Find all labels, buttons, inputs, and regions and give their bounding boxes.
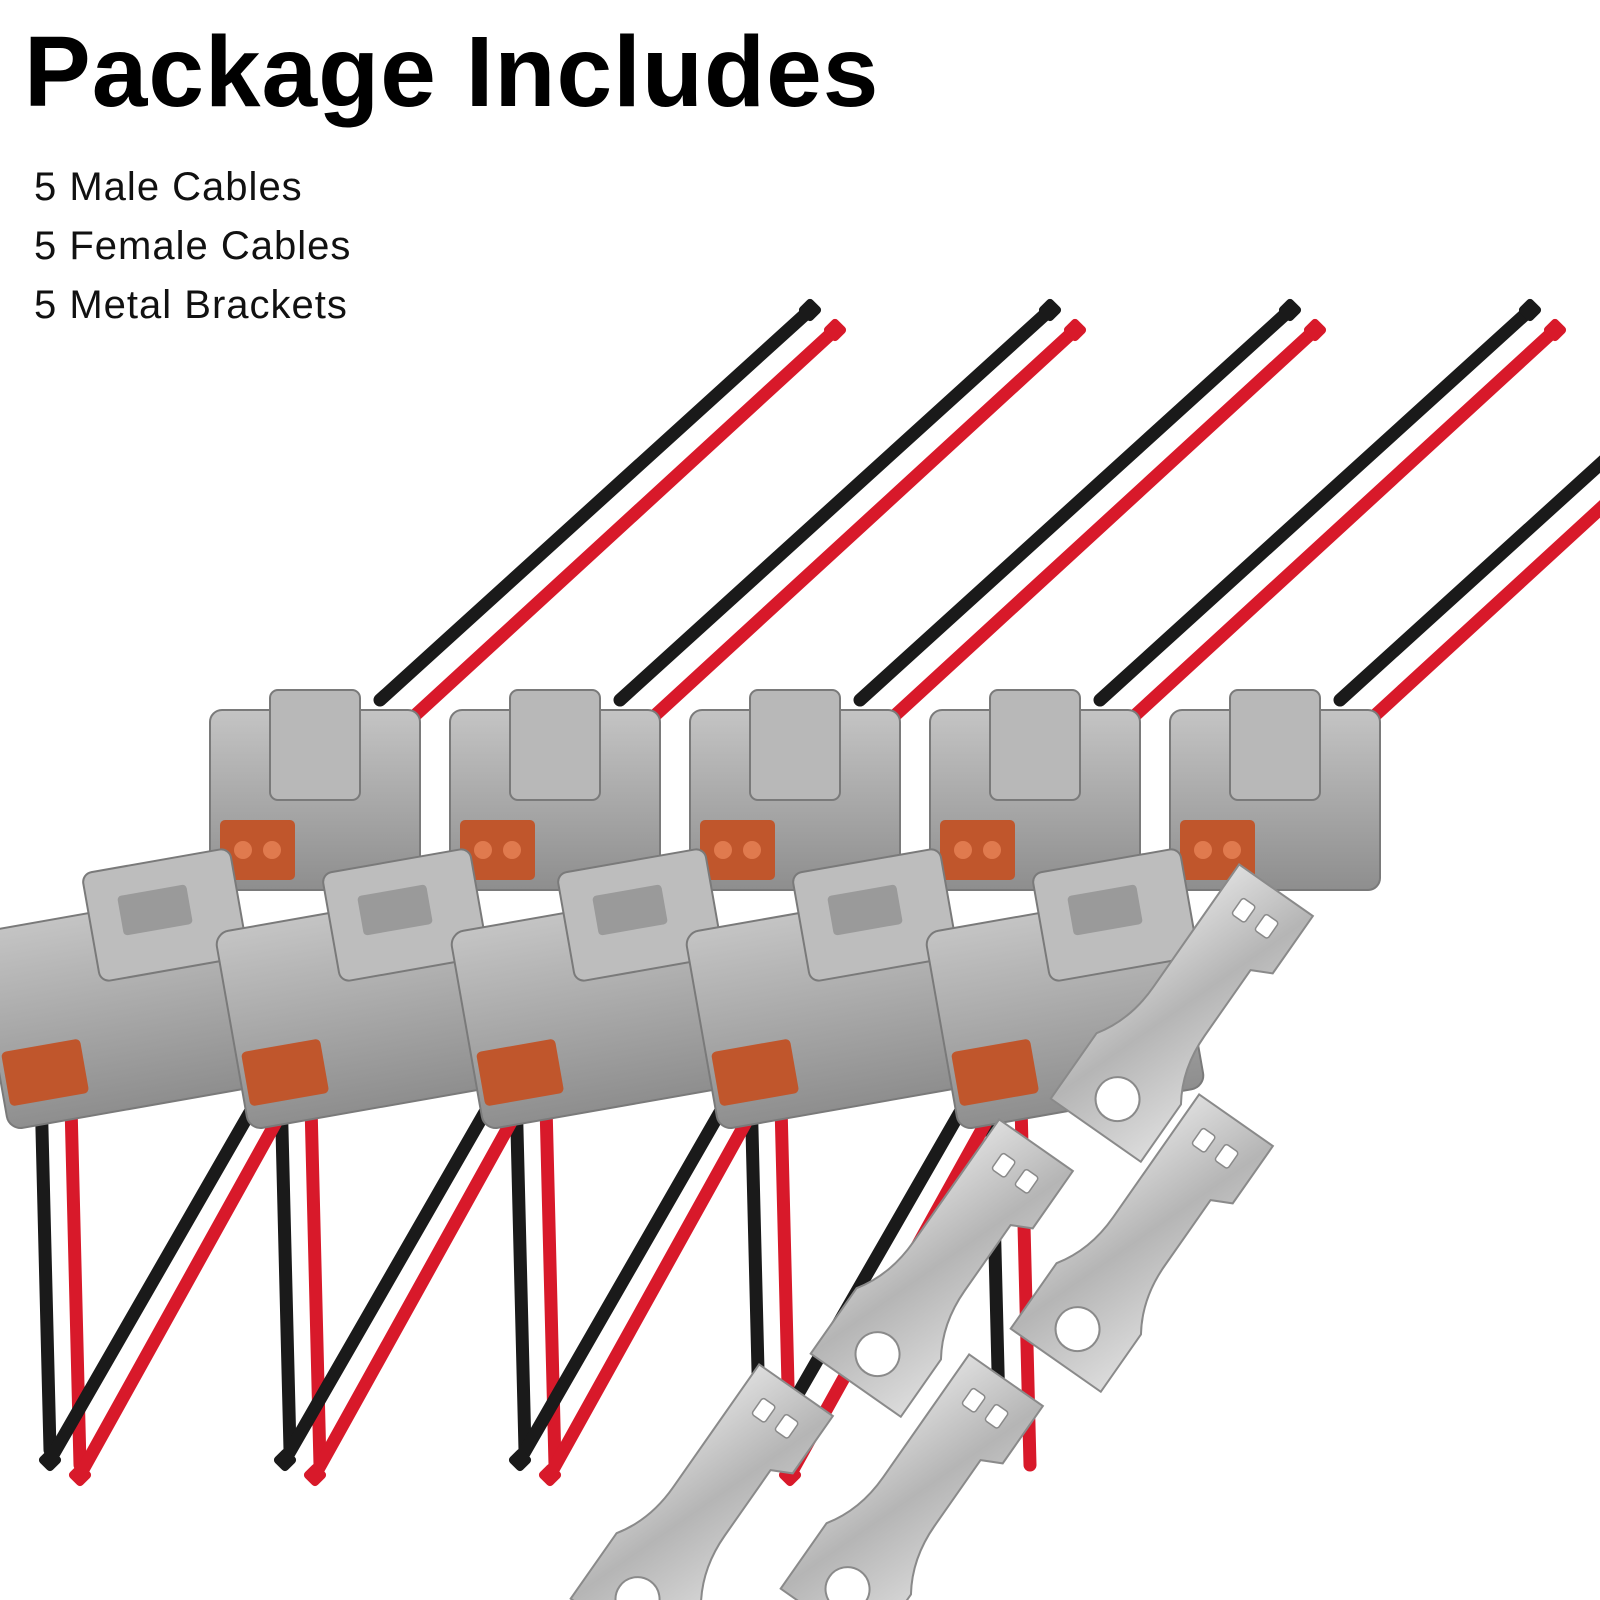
red-wire [643, 323, 1082, 727]
metal-brackets [569, 863, 1315, 1600]
connector-tab [827, 884, 903, 936]
pin-socket [474, 841, 492, 859]
bracket-hole [1094, 1076, 1141, 1123]
connector-latch [509, 689, 601, 801]
connector-latch [749, 689, 841, 801]
pin-socket [503, 841, 521, 859]
wire-tip [273, 1448, 297, 1472]
bracket-slot [774, 1414, 799, 1439]
connector-latch [989, 689, 1081, 801]
bracket-slot [991, 1152, 1016, 1178]
pin-socket [1194, 841, 1212, 859]
red-wire [308, 1063, 547, 1482]
wire-tip [538, 1463, 562, 1487]
wire-tip [823, 318, 847, 342]
wire-tip [1063, 318, 1087, 342]
connector-insert [476, 1039, 564, 1106]
connector-tab [592, 884, 668, 936]
male-cable [1169, 455, 1600, 891]
contents-item-metal-brackets: 5 Metal Brackets [34, 283, 348, 327]
male-cable [689, 298, 1327, 891]
red-wire [883, 323, 1322, 727]
bracket-hole [824, 1566, 871, 1600]
connector-insert [940, 820, 1015, 880]
metal-bracket [779, 1353, 1045, 1600]
connector-insert [951, 1039, 1039, 1106]
connector-insert [700, 820, 775, 880]
pin-socket [983, 841, 1001, 859]
connector-insert [711, 1039, 799, 1106]
male-cable [929, 298, 1567, 891]
black-wire [1093, 303, 1537, 707]
red-wire [1123, 323, 1562, 727]
black-wire [853, 303, 1297, 707]
bracket-hole [1054, 1306, 1101, 1353]
pin-socket [714, 841, 732, 859]
black-wire [278, 1053, 522, 1467]
bracket-hole [614, 1576, 661, 1600]
black-wire [513, 1053, 757, 1467]
contents-list: 5 Male Cables 5 Female Cables 5 Metal Br… [34, 158, 351, 335]
bracket-slot [1231, 897, 1256, 923]
contents-item-female-cables: 5 Female Cables [34, 224, 352, 268]
contents-item-male-cables: 5 Male Cables [34, 165, 303, 209]
metal-bracket [1049, 863, 1315, 1164]
connector-insert [460, 820, 535, 880]
black-wire [613, 303, 1057, 707]
metal-bracket [1009, 1093, 1275, 1394]
bracket-slot [751, 1397, 776, 1423]
red-wire [403, 323, 842, 727]
wire-tip [1518, 298, 1542, 322]
connector-insert [1, 1039, 89, 1106]
red-wire [1363, 500, 1600, 727]
red-wire [73, 1063, 312, 1482]
pin-socket [1223, 841, 1241, 859]
wire-tip [303, 1463, 327, 1487]
connector-tab [357, 884, 433, 936]
wire-tip [1038, 298, 1062, 322]
wire-tip [1543, 318, 1567, 342]
connector-insert [1180, 820, 1255, 880]
wire-tip [798, 298, 822, 322]
female-cable [273, 848, 730, 1487]
bracket-slot [961, 1387, 986, 1413]
wire-tip [508, 1448, 532, 1472]
pin-socket [743, 841, 761, 859]
bracket-slot [1254, 914, 1279, 939]
bracket-slot [984, 1404, 1009, 1429]
wire-tip [1303, 318, 1327, 342]
bracket-hole [854, 1331, 901, 1378]
bracket-slot [1191, 1127, 1216, 1153]
connector-insert [241, 1039, 329, 1106]
wire-tip [68, 1463, 92, 1487]
connector-insert [220, 820, 295, 880]
pin-socket [234, 841, 252, 859]
page-title: Package Includes [24, 16, 880, 128]
male-cable [449, 298, 1087, 891]
male-cable [209, 298, 847, 891]
black-wire [373, 303, 817, 707]
black-wire [43, 1053, 287, 1467]
connector-tab [1067, 884, 1143, 936]
pin-socket [954, 841, 972, 859]
connector-latch [1229, 689, 1321, 801]
bracket-slot [1214, 1144, 1239, 1169]
black-wire [1333, 455, 1600, 707]
wire-tip [38, 1448, 62, 1472]
pin-socket [263, 841, 281, 859]
wire-tip [1278, 298, 1302, 322]
red-wire [543, 1063, 782, 1482]
metal-bracket [569, 1363, 835, 1600]
metal-bracket [809, 1118, 1075, 1419]
bracket-slot [1014, 1169, 1039, 1194]
male-cables [209, 298, 1600, 891]
connector-tab [117, 884, 193, 936]
connector-latch [269, 689, 361, 801]
